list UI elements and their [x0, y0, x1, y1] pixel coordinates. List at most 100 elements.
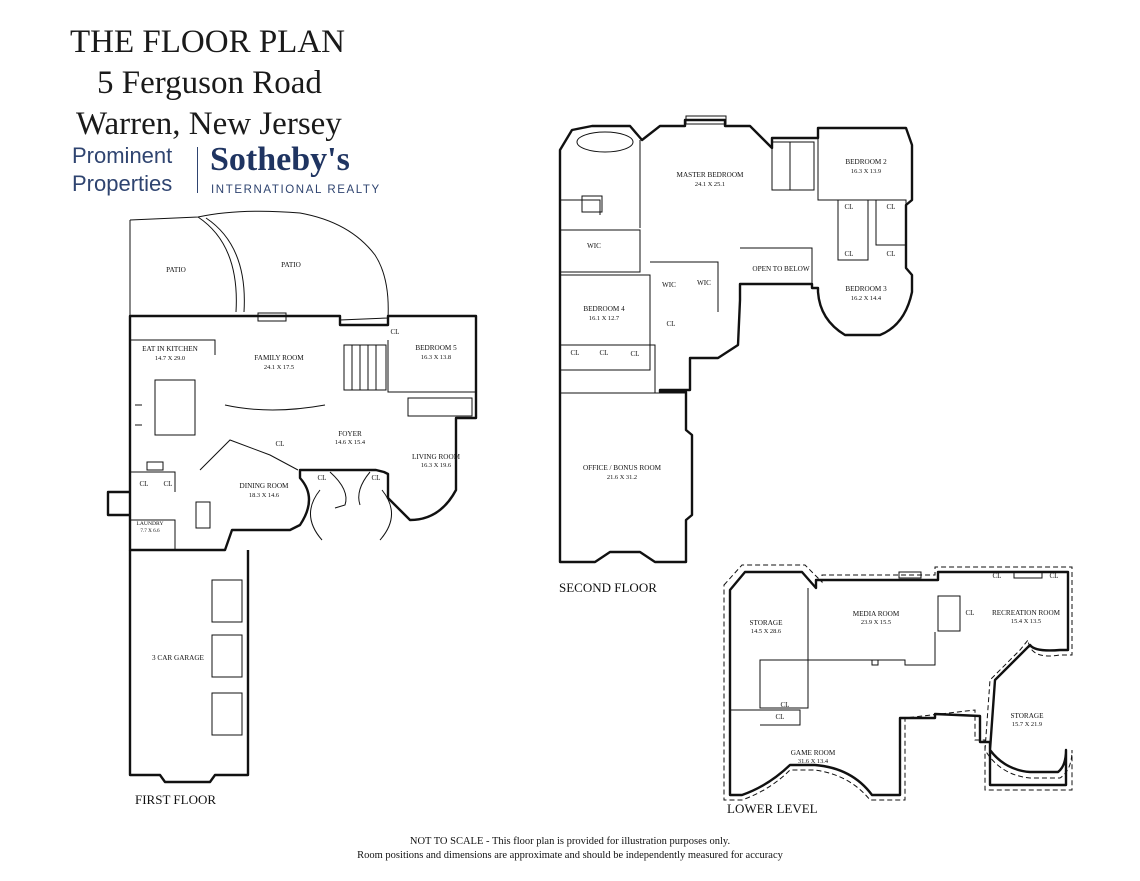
disclaimer-line-1: NOT TO SCALE - This floor plan is provid… [409, 836, 731, 847]
dim-media: 23.9 X 15.5 [861, 619, 891, 626]
brand-international-realty: INTERNATIONAL REALTY [211, 184, 381, 196]
label-storage-1: STORAGE [749, 619, 783, 627]
label-kitchen: EAT IN KITCHEN [142, 345, 199, 353]
bedroom5-wall [387, 340, 476, 393]
label-wic-2: WIC [662, 281, 676, 289]
garage-car-bay-2 [211, 634, 243, 678]
label-wic-3: WIC [697, 279, 711, 287]
closet-label: CL [164, 480, 173, 488]
garage-car-bay-3 [211, 692, 243, 736]
fireplace-first [257, 312, 287, 322]
label-first-floor: FIRST FLOOR [135, 792, 217, 807]
patio-outline [129, 210, 389, 326]
garage-walls [128, 550, 250, 784]
laundry-wall [130, 519, 176, 550]
kitchen-top-wall [130, 339, 216, 355]
lower-level-plan [723, 564, 1073, 801]
label-patio-2: PATIO [281, 261, 301, 269]
dim-office: 21.6 X 31.2 [607, 474, 637, 481]
closet-label: CL [600, 349, 609, 357]
closet-labels: CL CL CL CL CL CL CL CL CL CL CL CL CL C… [140, 203, 1059, 721]
label-second-floor: SECOND FLOOR [559, 580, 657, 595]
lower-level-outer-dashed [723, 564, 1073, 801]
brand-sothebys-logo: Sotheby's [210, 141, 350, 178]
first-floor-stairs [343, 344, 387, 391]
wic-walls [650, 261, 719, 312]
powder-room [195, 501, 211, 529]
label-garage: 3 CAR GARAGE [152, 654, 205, 662]
label-bedroom5: BEDROOM 5 [415, 344, 457, 352]
entry-bump [106, 490, 130, 517]
label-bedroom3: BEDROOM 3 [845, 285, 887, 293]
second-floor-walls [558, 118, 914, 564]
dim-master: 24.1 X 25.1 [695, 181, 725, 188]
second-floor-plan [558, 115, 914, 564]
label-office: OFFICE / BONUS ROOM [583, 464, 662, 472]
patio-divider-curve-inner [205, 217, 245, 313]
label-dining: DINING ROOM [240, 482, 290, 490]
rec-fireplace [1013, 571, 1043, 579]
closet-label: CL [1050, 572, 1059, 580]
closet-label: CL [571, 349, 580, 357]
label-patio-1: PATIO [166, 266, 186, 274]
kitchen-bottom-wall [130, 471, 176, 492]
lower-level-walls [728, 570, 1070, 797]
jack-jill-bath [837, 199, 869, 261]
dim-storage-2: 15.7 X 21.9 [1012, 721, 1042, 728]
closet-label: CL [318, 474, 327, 482]
garage-car-bay-1 [211, 579, 243, 623]
title-line-2: 5 Ferguson Road [97, 65, 322, 101]
first-floor-plan [106, 210, 478, 784]
dim-bedroom4: 16.1 X 12.7 [589, 315, 620, 322]
label-storage-2: STORAGE [1010, 712, 1044, 720]
label-open-below: OPEN TO BELOW [752, 265, 809, 273]
dim-bedroom5: 16.3 X 13.8 [421, 354, 451, 361]
closet-label: CL [887, 203, 896, 211]
closet-label: CL [966, 609, 975, 617]
label-family: FAMILY ROOM [254, 354, 304, 362]
front-stair-curves [329, 471, 371, 509]
label-media: MEDIA ROOM [853, 610, 900, 618]
closet-label: CL [845, 203, 854, 211]
open-to-below-wall [740, 247, 813, 288]
brand-divider [197, 147, 198, 193]
closet-label: CL [372, 474, 381, 482]
closet-label: CL [276, 440, 285, 448]
dim-recreation: 15.4 X 13.5 [1011, 618, 1041, 625]
label-wic-1: WIC [587, 242, 601, 250]
label-master: MASTER BEDROOM [677, 171, 745, 179]
media-room-post [871, 659, 879, 666]
dining-angle-wall [199, 439, 299, 471]
closet-label: CL [391, 328, 400, 336]
closet-label: CL [140, 480, 149, 488]
front-steps [310, 489, 392, 541]
game-room-wall [730, 709, 801, 726]
closet-label: CL [776, 713, 785, 721]
dim-bedroom2: 16.3 X 13.9 [851, 168, 881, 175]
master-tub [576, 131, 634, 153]
closet-label: CL [845, 250, 854, 258]
label-living: LIVING ROOM [412, 453, 461, 461]
label-lower-level: LOWER LEVEL [727, 801, 818, 816]
dim-storage-1: 14.5 X 28.6 [751, 628, 781, 635]
brand-prominent-line-2: Properties [72, 171, 173, 196]
media-fireplace [898, 571, 922, 579]
master-bath-walls [560, 199, 641, 273]
family-room-arc [224, 404, 326, 411]
bedroom4-walls [560, 274, 651, 371]
label-recreation: RECREATION ROOM [992, 609, 1061, 617]
label-bedroom4: BEDROOM 4 [583, 305, 625, 313]
closet-label: CL [887, 250, 896, 258]
closet-label: CL [631, 350, 640, 358]
dim-bedroom3: 16.2 X 14.4 [851, 295, 882, 302]
second-floor-stairs [771, 141, 815, 191]
disclaimer-line-2: Room positions and dimensions are approx… [357, 850, 783, 861]
lower-bath [759, 659, 809, 709]
label-laundry: LAUNDRY [136, 521, 163, 527]
dim-foyer: 14.6 X 15.4 [335, 439, 366, 446]
label-foyer: FOYER [338, 430, 362, 438]
master-shower [581, 195, 603, 213]
media-room-walls [807, 588, 936, 666]
kitchen-range [146, 461, 164, 471]
